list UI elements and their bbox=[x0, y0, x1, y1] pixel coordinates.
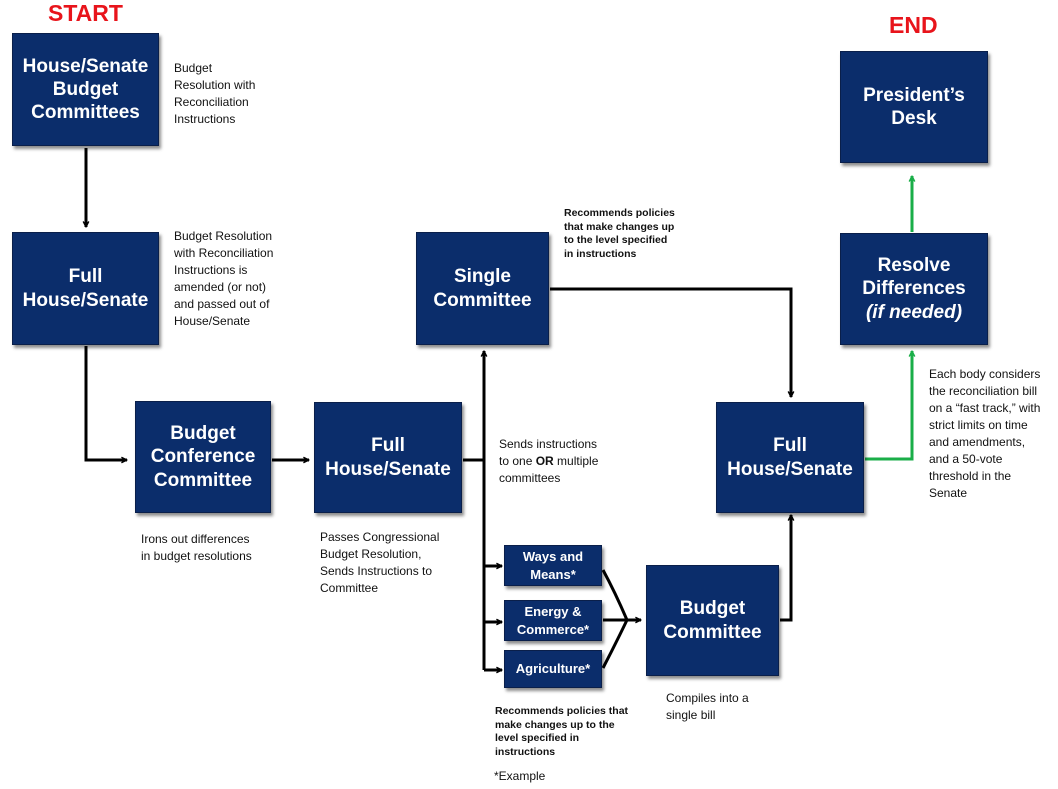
note-line: and passed out of bbox=[174, 297, 270, 312]
note-line: on a “fast track,” with bbox=[929, 401, 1041, 416]
note-example: *Example bbox=[494, 769, 546, 783]
note-line: Budget Resolution, bbox=[320, 547, 422, 562]
note-line: to the level specified bbox=[564, 234, 668, 247]
note-line: instructions bbox=[495, 745, 556, 758]
note-line: strict limits on time bbox=[929, 418, 1028, 433]
box-line: Desk bbox=[891, 108, 937, 129]
box-line: Single bbox=[453, 266, 511, 288]
agriculture-box: Agriculture* bbox=[504, 650, 602, 688]
note-text: to one bbox=[499, 454, 536, 469]
note-recommends-top: Recommends policies that make changes up… bbox=[564, 207, 675, 262]
note-line: in instructions bbox=[564, 247, 637, 260]
box-line: Conference bbox=[150, 446, 256, 468]
note-budget-resolution: Budget Resolution with Reconciliation In… bbox=[174, 60, 255, 128]
note-line: Senate bbox=[929, 486, 968, 501]
note-line: the reconciliation bill bbox=[929, 384, 1038, 399]
note-line: in budget resolutions bbox=[141, 549, 252, 564]
budget-committees-box: House/Senate Budget Committees bbox=[12, 33, 159, 146]
note-line: to one OR multiple bbox=[499, 453, 598, 470]
box-line: Commerce* bbox=[516, 621, 590, 637]
budget-committee-box: Budget Committee bbox=[646, 565, 779, 676]
box-line: President’s bbox=[863, 84, 965, 106]
box-line: Full bbox=[773, 435, 807, 457]
box-line: Full bbox=[371, 435, 405, 457]
box-line: House/Senate bbox=[727, 458, 853, 480]
line-ways-to-merge bbox=[601, 569, 629, 621]
note-line: Resolution with bbox=[174, 78, 256, 93]
arrow-full-to-resolve bbox=[865, 351, 912, 461]
resolve-differences-box: Resolve Differences (if needed) bbox=[840, 233, 988, 345]
note-line: amended (or not) bbox=[174, 280, 267, 295]
or-emphasis: OR bbox=[535, 454, 554, 469]
end-label: END bbox=[889, 12, 938, 38]
ways-and-means-box: Ways and Means* bbox=[504, 545, 602, 586]
note-line: Reconciliation bbox=[174, 95, 249, 110]
box-line: Means* bbox=[530, 566, 576, 582]
note-line: Compiles into a bbox=[666, 691, 749, 705]
single-committee-box: Single Committee bbox=[416, 232, 549, 345]
full-house-senate-box-1: Full House/Senate bbox=[12, 232, 159, 345]
note-line: single bill bbox=[666, 708, 716, 723]
box-line: House/Senate bbox=[22, 289, 149, 311]
start-label: START bbox=[48, 0, 123, 26]
note-line: Instructions is bbox=[174, 263, 248, 278]
budget-conference-committee-box: Budget Conference Committee bbox=[135, 401, 271, 513]
note-line: Recommends policies that bbox=[495, 705, 629, 717]
box-line: Ways and bbox=[522, 548, 584, 564]
box-line: Full bbox=[68, 266, 103, 288]
energy-commerce-box: Energy & Commerce* bbox=[504, 600, 602, 641]
box-line: Differences bbox=[862, 278, 966, 300]
arrow-budget-committee-to-full bbox=[780, 515, 791, 622]
note-line: committees bbox=[499, 471, 561, 486]
box-line: Committee bbox=[153, 469, 253, 491]
note-irons-out: Irons out differences in budget resoluti… bbox=[141, 531, 252, 565]
arrow-full-to-conference bbox=[84, 346, 127, 460]
note-line: and amendments, bbox=[929, 435, 1026, 450]
note-line: Committee bbox=[320, 581, 379, 596]
note-line: and a 50-vote bbox=[929, 452, 1003, 467]
box-line: Agriculture* bbox=[515, 661, 591, 677]
box-line: Committee bbox=[663, 621, 762, 643]
note-line: Passes Congressional bbox=[320, 530, 440, 544]
box-line: Budget bbox=[170, 423, 236, 445]
box-line: Resolve bbox=[877, 255, 951, 277]
note-line: with Reconciliation bbox=[174, 246, 274, 261]
note-recommends-bottom: Recommends policies that make changes up… bbox=[495, 705, 628, 760]
note-sends-instructions: Sends instructions to one OR multiple co… bbox=[499, 436, 598, 487]
note-line: Each body considers bbox=[929, 367, 1041, 381]
note-line: level specified in bbox=[495, 732, 580, 745]
if-needed-label: (if needed) bbox=[865, 301, 963, 323]
full-house-senate-box-3: Full House/Senate bbox=[716, 402, 864, 513]
box-line: Energy & bbox=[524, 603, 582, 619]
presidents-desk-box: President’s Desk bbox=[840, 51, 988, 163]
line-agriculture-to-merge bbox=[601, 619, 629, 669]
full-house-senate-box-2: Full House/Senate bbox=[314, 402, 462, 513]
note-line: Irons out differences bbox=[141, 532, 250, 546]
note-line: Sends instructions bbox=[499, 437, 598, 451]
note-line: Budget Resolution bbox=[174, 229, 273, 243]
arrow-single-to-full bbox=[550, 287, 791, 397]
note-line: threshold in the bbox=[929, 469, 1012, 484]
note-compiles: Compiles into a single bill bbox=[666, 690, 749, 724]
note-amended: Budget Resolution with Reconciliation In… bbox=[174, 228, 273, 330]
note-line: House/Senate bbox=[174, 314, 251, 329]
box-line: Budget bbox=[679, 598, 746, 620]
note-passes: Passes Congressional Budget Resolution, … bbox=[320, 529, 439, 597]
box-line: House/Senate bbox=[325, 458, 451, 480]
note-line: that make changes up bbox=[564, 220, 675, 233]
box-line: Committee bbox=[433, 289, 532, 311]
note-line: make changes up to the bbox=[495, 718, 615, 731]
note-line: Budget bbox=[174, 61, 213, 75]
note-line: Instructions bbox=[174, 112, 236, 127]
note-each-body: Each body considers the reconciliation b… bbox=[929, 366, 1040, 502]
note-line: Sends Instructions to bbox=[320, 564, 433, 579]
box-line: Budget bbox=[52, 78, 119, 100]
box-line: Committees bbox=[31, 102, 140, 124]
box-line: House/Senate bbox=[22, 55, 149, 77]
note-line: Recommends policies bbox=[564, 207, 675, 219]
note-text: multiple bbox=[553, 454, 599, 469]
